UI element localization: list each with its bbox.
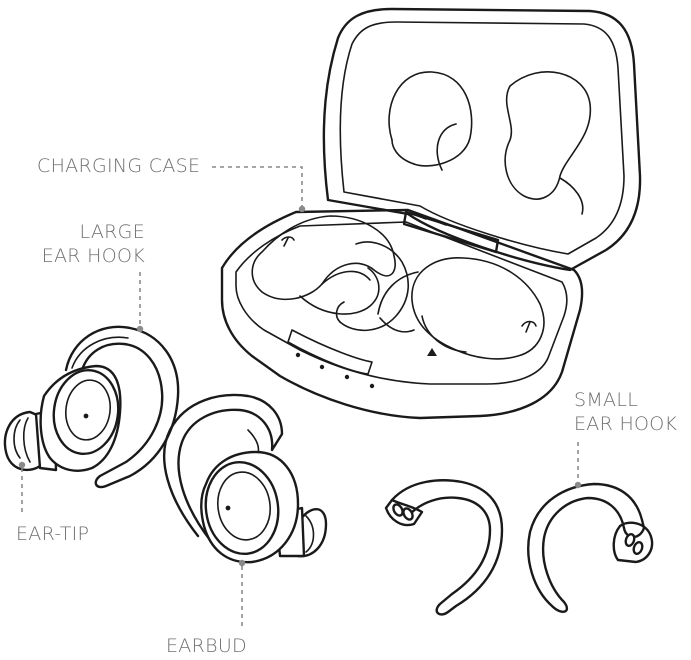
earbud-drawing [163, 393, 328, 564]
charging-case-label: CHARGING CASE [37, 154, 200, 178]
small-ear-hook-drawing [527, 482, 654, 613]
small-ear-hook-label-line1: SMALL [574, 389, 639, 411]
charging-case-drawing [220, 7, 642, 420]
ear-tip-label: EAR-TIP [16, 522, 89, 546]
leader-lines [18, 166, 582, 630]
large-ear-hook-label: LARGE EAR HOOK [30, 220, 145, 268]
earbud-left-drawing [3, 364, 122, 472]
ear-tip-label-text: EAR-TIP [16, 523, 90, 545]
large-ear-hook-label-line1: LARGE [79, 221, 145, 243]
earbud-label: EARBUD [166, 634, 247, 658]
small-ear-hook-label-line2: EAR HOOK [574, 413, 678, 435]
earbud-label-text: EARBUD [166, 635, 247, 657]
small-ear-hook-label: SMALL EAR HOOK [574, 388, 677, 436]
large-ear-hook-label-line2: EAR HOOK [41, 245, 145, 267]
charging-case-label-text: CHARGING CASE [37, 155, 201, 177]
large-ear-hook-drawing [64, 325, 180, 489]
small-ear-hook-left-drawing [384, 479, 504, 616]
